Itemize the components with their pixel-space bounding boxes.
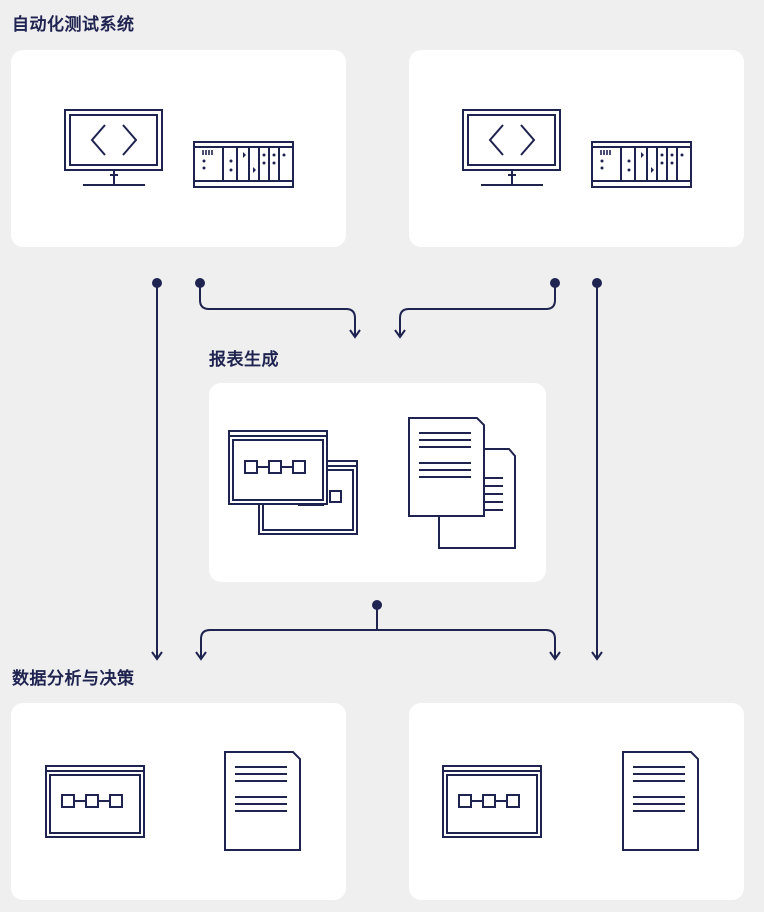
document-icon (622, 751, 699, 851)
testing-panel-right (409, 50, 744, 247)
window-flow-icon (228, 430, 358, 535)
heading-automated-testing: 自动化测试系统 (12, 15, 135, 35)
heading-report-generation: 报表生成 (209, 350, 279, 370)
heading-data-analysis: 数据分析与决策 (12, 669, 135, 689)
window-flow-icon (45, 765, 145, 838)
monitor-code-icon (462, 109, 561, 186)
connector-testing-right-to-analysis-right (591, 278, 603, 661)
window-flow-icon (442, 765, 542, 838)
connector-testing-left-to-analysis-left (151, 278, 163, 661)
rack-hardware-icon (193, 141, 294, 188)
document-stack-icon (408, 417, 516, 549)
connector-testing-left-to-report (195, 278, 361, 339)
connector-testing-right-to-report (394, 278, 560, 339)
testing-panel-left (11, 50, 346, 247)
document-icon (224, 751, 301, 851)
monitor-code-icon (64, 109, 163, 186)
connector-report-to-analysis (195, 600, 561, 661)
rack-hardware-icon (591, 141, 692, 188)
